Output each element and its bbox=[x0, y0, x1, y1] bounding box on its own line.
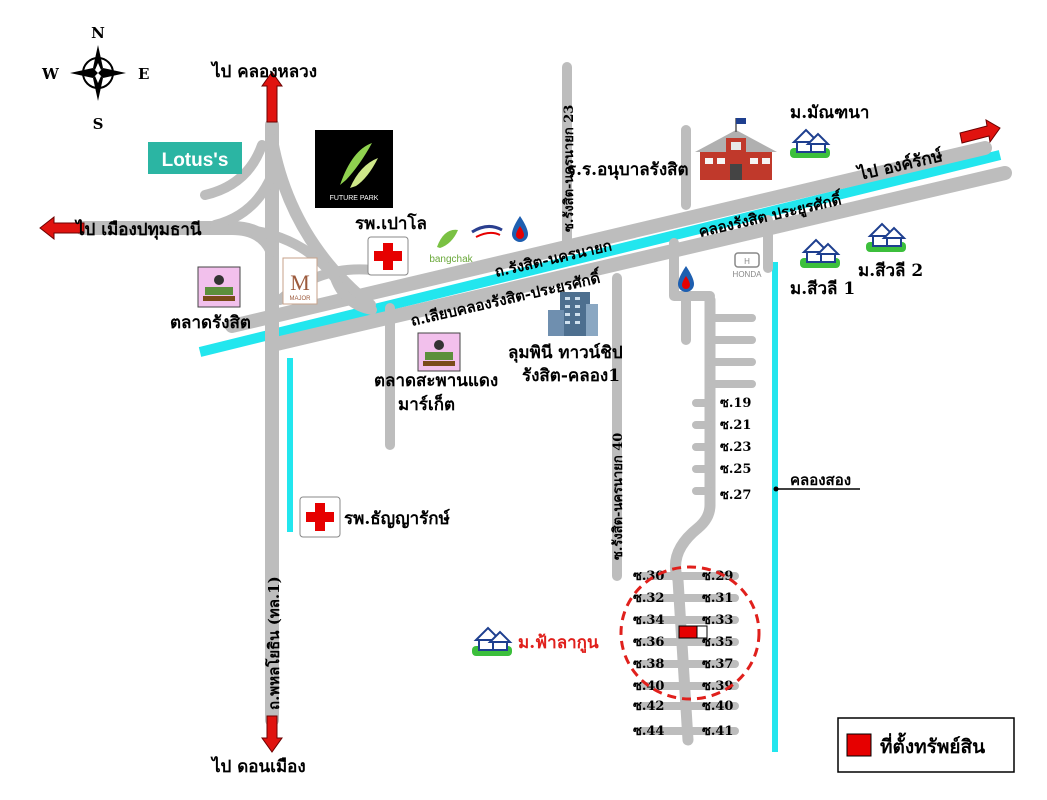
label-bangchak: bangchak bbox=[429, 254, 473, 265]
soi-label: ซ.19 bbox=[720, 396, 751, 411]
label-siwalee1: ม.สีวลี 1 bbox=[790, 278, 855, 299]
label-school: ร.ร.อนุบาลรังสิต bbox=[567, 160, 689, 180]
label-lumpini-1: ลุมพินี ทาวน์ชิป bbox=[508, 342, 623, 363]
property-marker-icon bbox=[678, 625, 698, 639]
label-honda: HONDA bbox=[733, 270, 763, 279]
label-monthana: ม.มัณฑนา bbox=[790, 103, 869, 123]
label-west: ไป เมืองปทุมธานี bbox=[74, 219, 202, 240]
soi-label: ซ.21 bbox=[720, 418, 751, 433]
legend: ที่ตั้งทรัพย์สิน bbox=[837, 717, 1015, 773]
soi-label: ซ.41 bbox=[702, 724, 733, 739]
soi-label: ซ.25 bbox=[720, 462, 751, 477]
hospital-paolo-icon bbox=[367, 236, 409, 276]
fuel-drop-icon bbox=[512, 216, 528, 242]
road-fork bbox=[669, 238, 715, 301]
soi-label: ซ.35 bbox=[702, 635, 733, 650]
svg-text:H: H bbox=[744, 257, 750, 266]
arrow-west-icon bbox=[39, 215, 85, 241]
soi-label: ซ.37 bbox=[702, 657, 733, 672]
fuel-drop-icon-2 bbox=[678, 266, 694, 292]
label-road-phahonyothin: ถ.พหลโยธิน (ทล.1) bbox=[264, 576, 283, 710]
road-soi-trunk bbox=[670, 294, 716, 746]
soi-label: ซ.32 bbox=[633, 591, 664, 606]
soi-label: ซ.27 bbox=[720, 488, 751, 503]
soi-label: ซ.23 bbox=[720, 440, 751, 455]
label-paolo: รพ.เปาโล bbox=[355, 213, 427, 234]
market-saphan-daeng-icon bbox=[417, 332, 461, 372]
label-market-saphan-1: ตลาดสะพานแดง bbox=[374, 371, 498, 391]
property-area-circle bbox=[619, 565, 761, 701]
soi-label: ซ.30 bbox=[633, 569, 664, 584]
house-falakun-icon bbox=[472, 626, 513, 656]
lotus-logo: Lotus's bbox=[148, 142, 242, 174]
lower-soi-spurs bbox=[636, 572, 739, 735]
lower-left-soi-labels: ซ.30 ซ.32 ซ.34 ซ.36 ซ.38 ซ.40 ซ.42 ซ.44 bbox=[633, 569, 664, 739]
label-major: MAJOR bbox=[290, 296, 312, 302]
label-road-soi-40: ซ.รังสิต-นครนายก 40 bbox=[611, 433, 626, 560]
arrow-south-icon bbox=[261, 715, 283, 753]
compass-w: W bbox=[41, 65, 60, 83]
house-siwalee2-icon bbox=[866, 222, 907, 252]
compass-e: E bbox=[138, 65, 149, 83]
legend-label: ที่ตั้งทรัพย์สิน bbox=[880, 732, 985, 758]
soi-label: ซ.40 bbox=[702, 699, 733, 714]
compass-icon: N S E W bbox=[41, 24, 149, 133]
legend-marker-icon bbox=[846, 733, 872, 757]
fuel-station-logo bbox=[471, 225, 503, 238]
label-falakun: ม.ฟ้าลากูน bbox=[518, 633, 599, 654]
soi-label: ซ.42 bbox=[633, 699, 664, 714]
soi-label: ซ.36 bbox=[633, 635, 664, 650]
canal-rangsit bbox=[198, 150, 1002, 357]
label-canal-song: คลองสอง bbox=[790, 471, 851, 489]
road-ramp-1 bbox=[266, 134, 376, 311]
label-market-saphan-2: มาร์เก็ต bbox=[398, 392, 455, 415]
soi-label: ซ.31 bbox=[702, 591, 733, 606]
canals bbox=[198, 150, 1002, 752]
road-ramp-3 bbox=[210, 170, 277, 230]
house-siwalee1-icon bbox=[800, 238, 841, 268]
soi-label: ซ.29 bbox=[702, 569, 733, 584]
hospital-thanyarak-icon bbox=[299, 496, 341, 538]
label-futurepark: FUTURE PARK bbox=[330, 195, 379, 202]
label-lotus: Lotus's bbox=[162, 150, 229, 171]
bangchak-logo: bangchak bbox=[429, 229, 474, 265]
school-icon bbox=[695, 118, 777, 180]
major-logo: M MAJOR bbox=[282, 257, 318, 305]
arrow-east-icon bbox=[959, 119, 1001, 144]
soi-label: ซ.34 bbox=[633, 613, 664, 628]
label-road-soi-23: ซ.รังสิต-นครนายก 23 bbox=[562, 105, 577, 232]
soi-label: ซ.33 bbox=[702, 613, 733, 628]
soi-label: ซ.44 bbox=[633, 724, 664, 739]
label-market-rangsit: ตลาดรังสิต bbox=[170, 313, 251, 333]
label-lumpini-2: รังสิต-คลอง1 bbox=[522, 366, 620, 386]
svg-text:M: M bbox=[290, 270, 310, 295]
market-rangsit-icon bbox=[197, 266, 241, 308]
direction-arrows bbox=[39, 71, 1001, 753]
honda-logo: H HONDA bbox=[733, 252, 763, 279]
upper-soi-labels: ซ.19 ซ.21 ซ.23 ซ.25 ซ.27 bbox=[720, 396, 751, 503]
soi-label: ซ.39 bbox=[702, 679, 733, 694]
label-south: ไป ดอนเมือง bbox=[210, 756, 306, 777]
label-thanyarak: รพ.ธัญญารักษ์ bbox=[344, 508, 450, 529]
road-ramp-2 bbox=[200, 140, 267, 200]
house-monthana-icon bbox=[790, 128, 831, 158]
label-north: ไป คลองหลวง bbox=[210, 61, 317, 82]
compass-n: N bbox=[91, 24, 105, 42]
lumpini-building-icon bbox=[548, 292, 598, 336]
compass-s: S bbox=[93, 115, 104, 133]
lower-right-soi-labels: ซ.29 ซ.31 ซ.33 ซ.35 ซ.37 ซ.39 ซ.40 ซ.41 bbox=[702, 569, 733, 739]
soi-label: ซ.38 bbox=[633, 657, 664, 672]
label-siwalee2: ม.สีวลี 2 bbox=[858, 260, 923, 281]
arrow-north-icon bbox=[261, 71, 283, 123]
futurepark-logo: FUTURE PARK bbox=[315, 130, 393, 208]
upper-soi-spurs bbox=[692, 314, 756, 495]
